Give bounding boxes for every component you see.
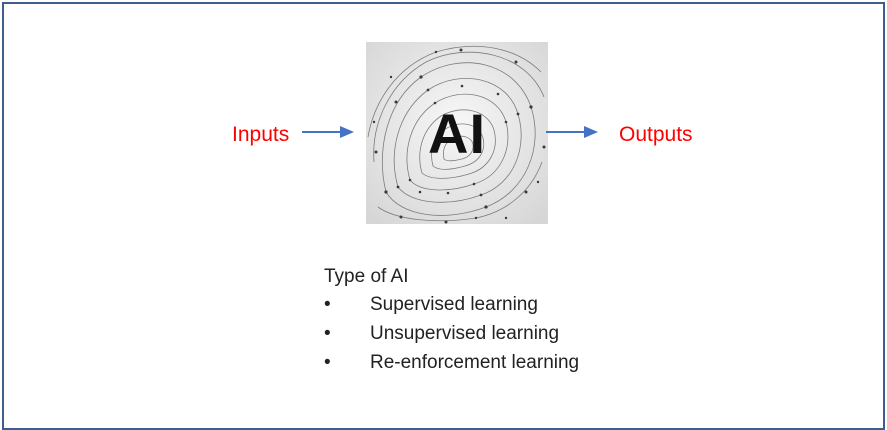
list-item: • Supervised learning [324,294,579,316]
output-arrow [546,126,598,138]
ai-center-label: AI [428,101,486,165]
list-item: • Re-enforcement learning [324,352,579,374]
bullet-icon: • [324,294,331,315]
list-item: • Unsupervised learning [324,323,579,345]
input-arrow [302,126,354,138]
outputs-label: Outputs [619,123,693,146]
list-item-label: Supervised learning [370,294,538,315]
ai-types-title: Type of AI [324,266,409,287]
ai-types-list: • Supervised learning • Unsupervised lea… [324,294,579,374]
inputs-label: Inputs [232,123,290,146]
ai-types-section: Type of AI • Supervised learning • Unsup… [324,266,579,381]
ai-image: AI [366,42,548,224]
contour-network-image [366,42,548,224]
list-item-label: Re-enforcement learning [370,352,580,373]
list-item-label: Unsupervised learning [370,323,560,344]
bullet-icon: • [324,323,331,344]
bullet-icon: • [324,352,331,373]
